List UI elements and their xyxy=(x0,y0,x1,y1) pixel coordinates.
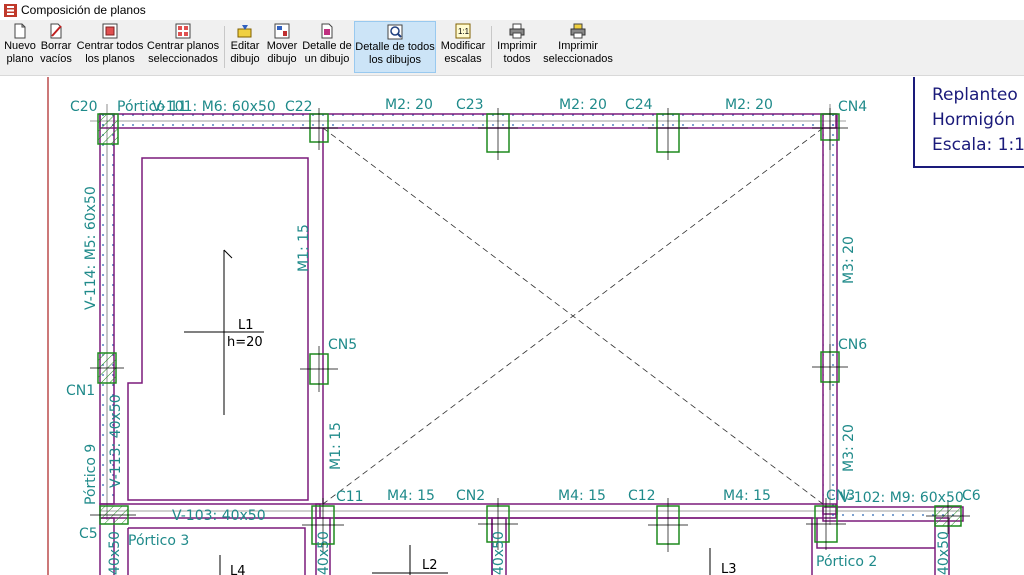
printer-selected-icon xyxy=(570,23,586,39)
label-c12: C12 xyxy=(628,488,656,504)
center-selected-icon xyxy=(175,23,191,39)
printer-icon xyxy=(509,23,525,39)
edit-drawing-icon xyxy=(237,25,252,38)
magnifier-icon xyxy=(387,24,403,40)
label-h20: h=20 xyxy=(227,335,263,350)
delete-empty-button[interactable]: Borrar vacíos xyxy=(38,21,74,73)
detail-drawing-icon xyxy=(321,23,333,39)
label-c24: C24 xyxy=(625,97,653,113)
label-m2-c: M2: 20 xyxy=(725,97,773,113)
legend-line-1: Replanteo xyxy=(932,85,1018,105)
legend-box: Replanteo Hormigón Escala: 1:1 xyxy=(913,77,1024,168)
scale-icon: 1:1 xyxy=(455,23,471,39)
slab-symbol-l1 xyxy=(184,249,264,415)
legend-line-3: Escala: 1:1 xyxy=(932,135,1024,155)
slab-labels: L1 h=20 L2 L3 L4 xyxy=(227,318,737,575)
label-l2: L2 xyxy=(422,558,438,573)
slab-outlines xyxy=(127,128,935,575)
label-cn5: CN5 xyxy=(328,337,357,353)
label-c23: C23 xyxy=(456,97,484,113)
label-cn4: CN4 xyxy=(838,99,867,115)
label-m4-b: M4: 15 xyxy=(558,488,606,504)
label-c11: C11 xyxy=(336,489,364,505)
label-l1: L1 xyxy=(238,318,254,333)
label-v102: V-102: M9: 60x50 xyxy=(840,490,964,506)
toolbar-separator xyxy=(491,26,492,68)
app-icon xyxy=(4,3,17,17)
label-portico-9: Pórtico 9 xyxy=(83,444,99,505)
print-selected-button[interactable]: Imprimir seleccionados xyxy=(542,21,614,73)
center-all-plans-button[interactable]: Centrar todos los planos xyxy=(76,21,144,73)
label-m2-b: M2: 20 xyxy=(559,97,607,113)
label-40x50-b: 40x50 xyxy=(316,531,332,575)
beam-axes xyxy=(90,104,960,525)
legend-line-2: Hormigón xyxy=(932,110,1015,130)
label-40x50-c: 40x50 xyxy=(491,531,507,575)
label-40x50-a: 40x50 xyxy=(107,531,123,575)
new-plan-button[interactable]: Nuevo plano xyxy=(2,21,38,73)
label-v114: V-114: M5: 60x50 xyxy=(83,186,99,310)
label-m1-b: M1: 15 xyxy=(328,422,344,470)
toolbar-separator xyxy=(224,26,225,68)
opening-diagonals xyxy=(322,127,824,505)
label-m3-b: M3: 20 xyxy=(841,424,857,472)
print-all-button[interactable]: Imprimir todos xyxy=(494,21,540,73)
detail-all-drawings-button[interactable]: Detalle de todos los dibujos xyxy=(354,21,436,73)
label-v103: V-103: 40x50 xyxy=(172,508,266,524)
title-bar: Composición de planos xyxy=(0,0,1024,20)
drawing-labels: C20 Pórtico 11 V-101: M6: 60x50 C22 M2: … xyxy=(66,97,981,575)
label-l3: L3 xyxy=(721,562,737,575)
toolbar: Nuevo plano Borrar vacíos Centrar todos … xyxy=(0,20,1024,76)
label-cn3: CN3 xyxy=(826,488,855,504)
center-all-icon xyxy=(102,23,118,39)
label-40x50-d: 40x50 xyxy=(936,531,952,575)
column-crosshairs xyxy=(90,108,970,552)
drawing-canvas[interactable]: Replanteo Hormigón Escala: 1:1 xyxy=(0,77,1024,575)
label-portico-11: Pórtico 11 xyxy=(117,99,187,115)
move-drawing-icon xyxy=(274,23,290,39)
window-title: Composición de planos xyxy=(21,3,146,17)
slab-symbol-l2 xyxy=(372,545,448,575)
label-m4-a: M4: 15 xyxy=(387,488,435,504)
center-selected-plans-button[interactable]: Centrar planos seleccionados xyxy=(146,21,220,73)
label-m2-a: M2: 20 xyxy=(385,97,433,113)
label-m1-a: M1: 15 xyxy=(296,224,312,272)
delete-icon xyxy=(50,23,62,39)
label-c6: C6 xyxy=(962,488,981,504)
label-cn2: CN2 xyxy=(456,488,485,504)
label-m4-c: M4: 15 xyxy=(723,488,771,504)
label-l4: L4 xyxy=(230,564,246,575)
label-v113: V-113: 40x50 xyxy=(108,394,124,488)
label-c22: C22 xyxy=(285,99,313,115)
edit-drawing-button[interactable]: Editar dibujo xyxy=(228,21,262,73)
detail-drawing-button[interactable]: Detalle de un dibujo xyxy=(302,21,352,73)
new-document-icon xyxy=(14,23,26,39)
column-c20 xyxy=(97,113,119,145)
label-c20: C20 xyxy=(70,99,98,115)
label-portico-3: Pórtico 3 xyxy=(128,533,189,549)
label-portico-2: Pórtico 2 xyxy=(816,554,877,570)
svg-text:1:1: 1:1 xyxy=(458,27,470,36)
modify-scales-button[interactable]: 1:1 Modificar escalas xyxy=(438,21,488,73)
move-drawing-button[interactable]: Mover dibujo xyxy=(264,21,300,73)
label-cn6: CN6 xyxy=(838,337,867,353)
label-c5: C5 xyxy=(79,526,98,542)
label-m3-a: M3: 20 xyxy=(841,236,857,284)
label-v101: V-101: M6: 60x50 xyxy=(152,99,276,115)
label-cn1: CN1 xyxy=(66,383,95,399)
